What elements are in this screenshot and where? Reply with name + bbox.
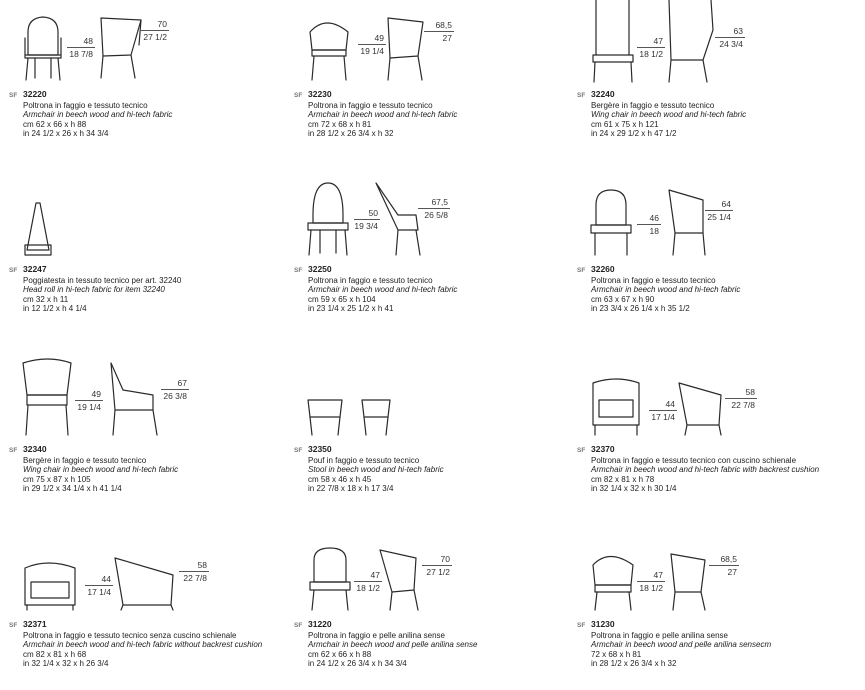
product-code: 31230	[591, 619, 615, 629]
product-code: 32350	[308, 444, 332, 454]
chair-drawing	[309, 547, 419, 611]
chair-drawing	[307, 182, 421, 256]
product-code: 32247	[23, 264, 47, 274]
product-code: 32260	[591, 264, 615, 274]
chair-drawing	[24, 16, 142, 81]
product-code: 32230	[308, 89, 332, 99]
product-code: 32370	[591, 444, 615, 454]
chair-drawing	[592, 0, 714, 83]
headroll-drawing	[24, 202, 52, 256]
product-code: 31220	[308, 619, 332, 629]
product-code: 32250	[308, 264, 332, 274]
product-code: 32371	[23, 619, 47, 629]
chair-drawing	[590, 189, 706, 256]
chair-drawing	[24, 557, 174, 611]
chair-drawing	[592, 553, 706, 611]
chair-drawing	[592, 378, 722, 436]
chair-drawing	[22, 358, 158, 436]
product-code: 32240	[591, 89, 615, 99]
product-code: 32220	[23, 89, 47, 99]
stool-drawing	[307, 399, 391, 436]
product-code: 32340	[23, 444, 47, 454]
chair-drawing	[309, 17, 424, 81]
